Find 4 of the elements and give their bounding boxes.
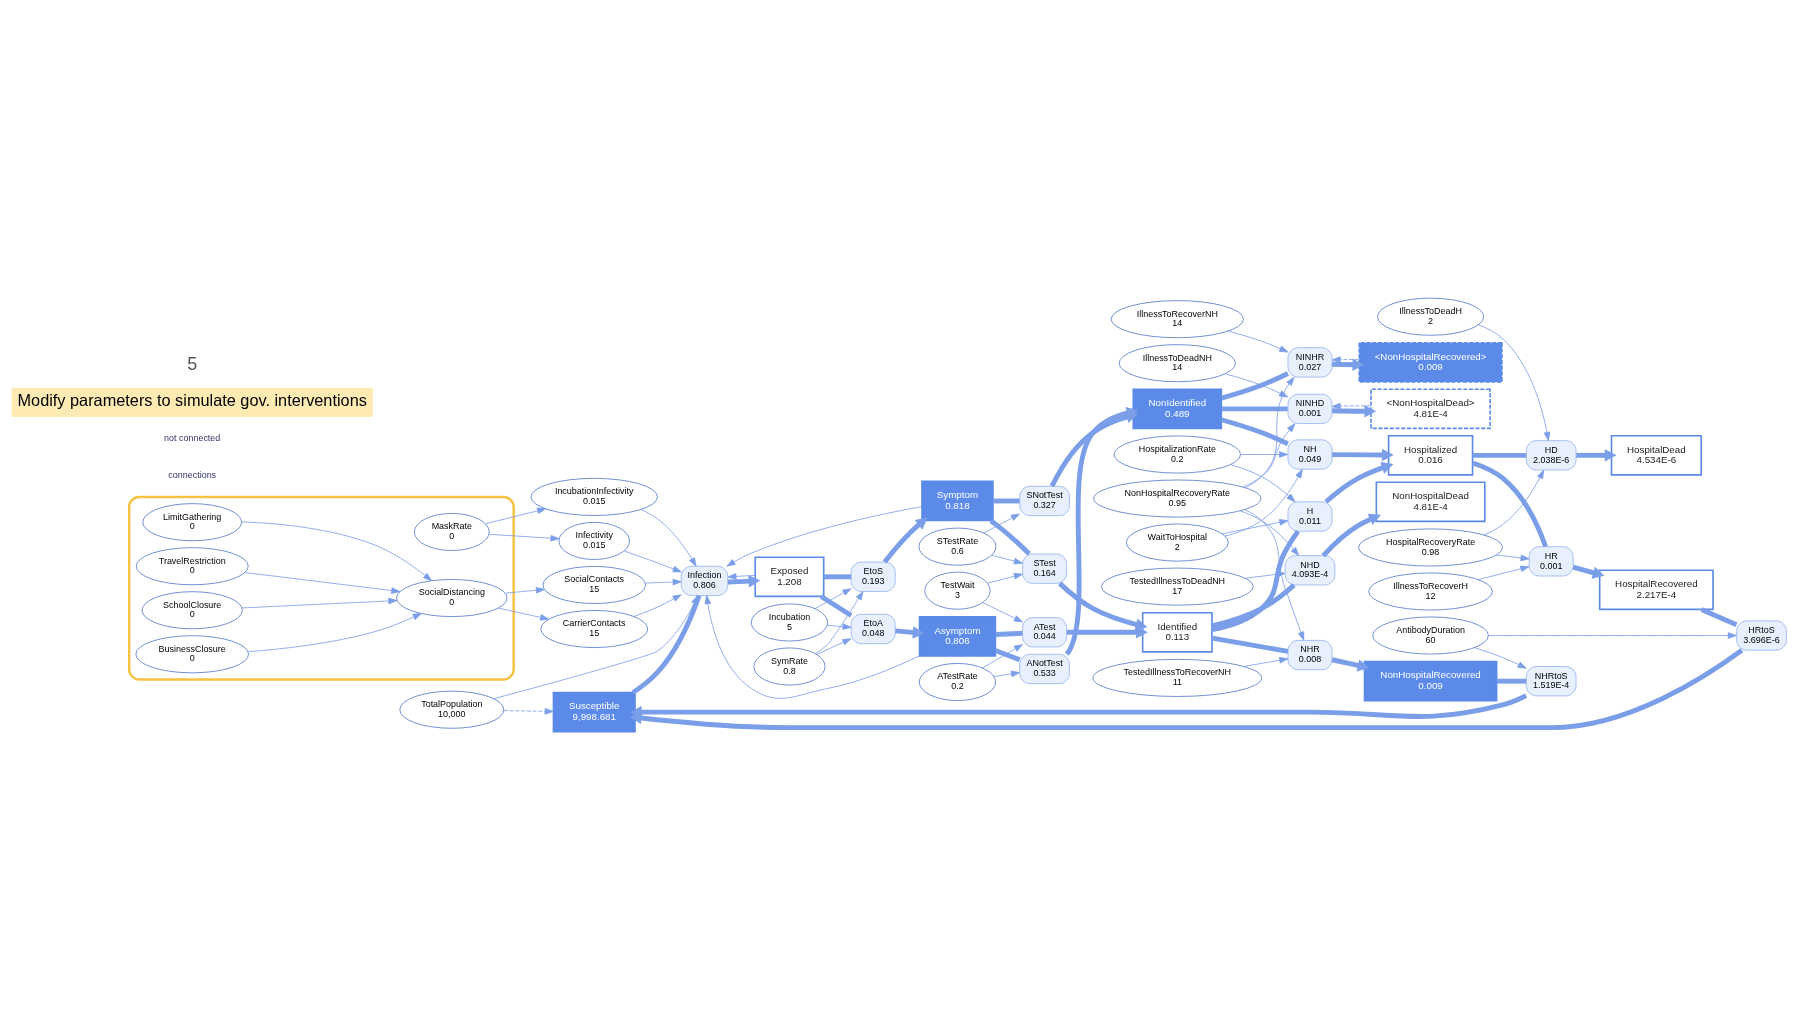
label: not connected [164, 433, 221, 444]
label: connections [168, 469, 217, 480]
label: 5 [187, 354, 198, 375]
label: Modify parameters to simulate gov. interventions [17, 391, 367, 410]
